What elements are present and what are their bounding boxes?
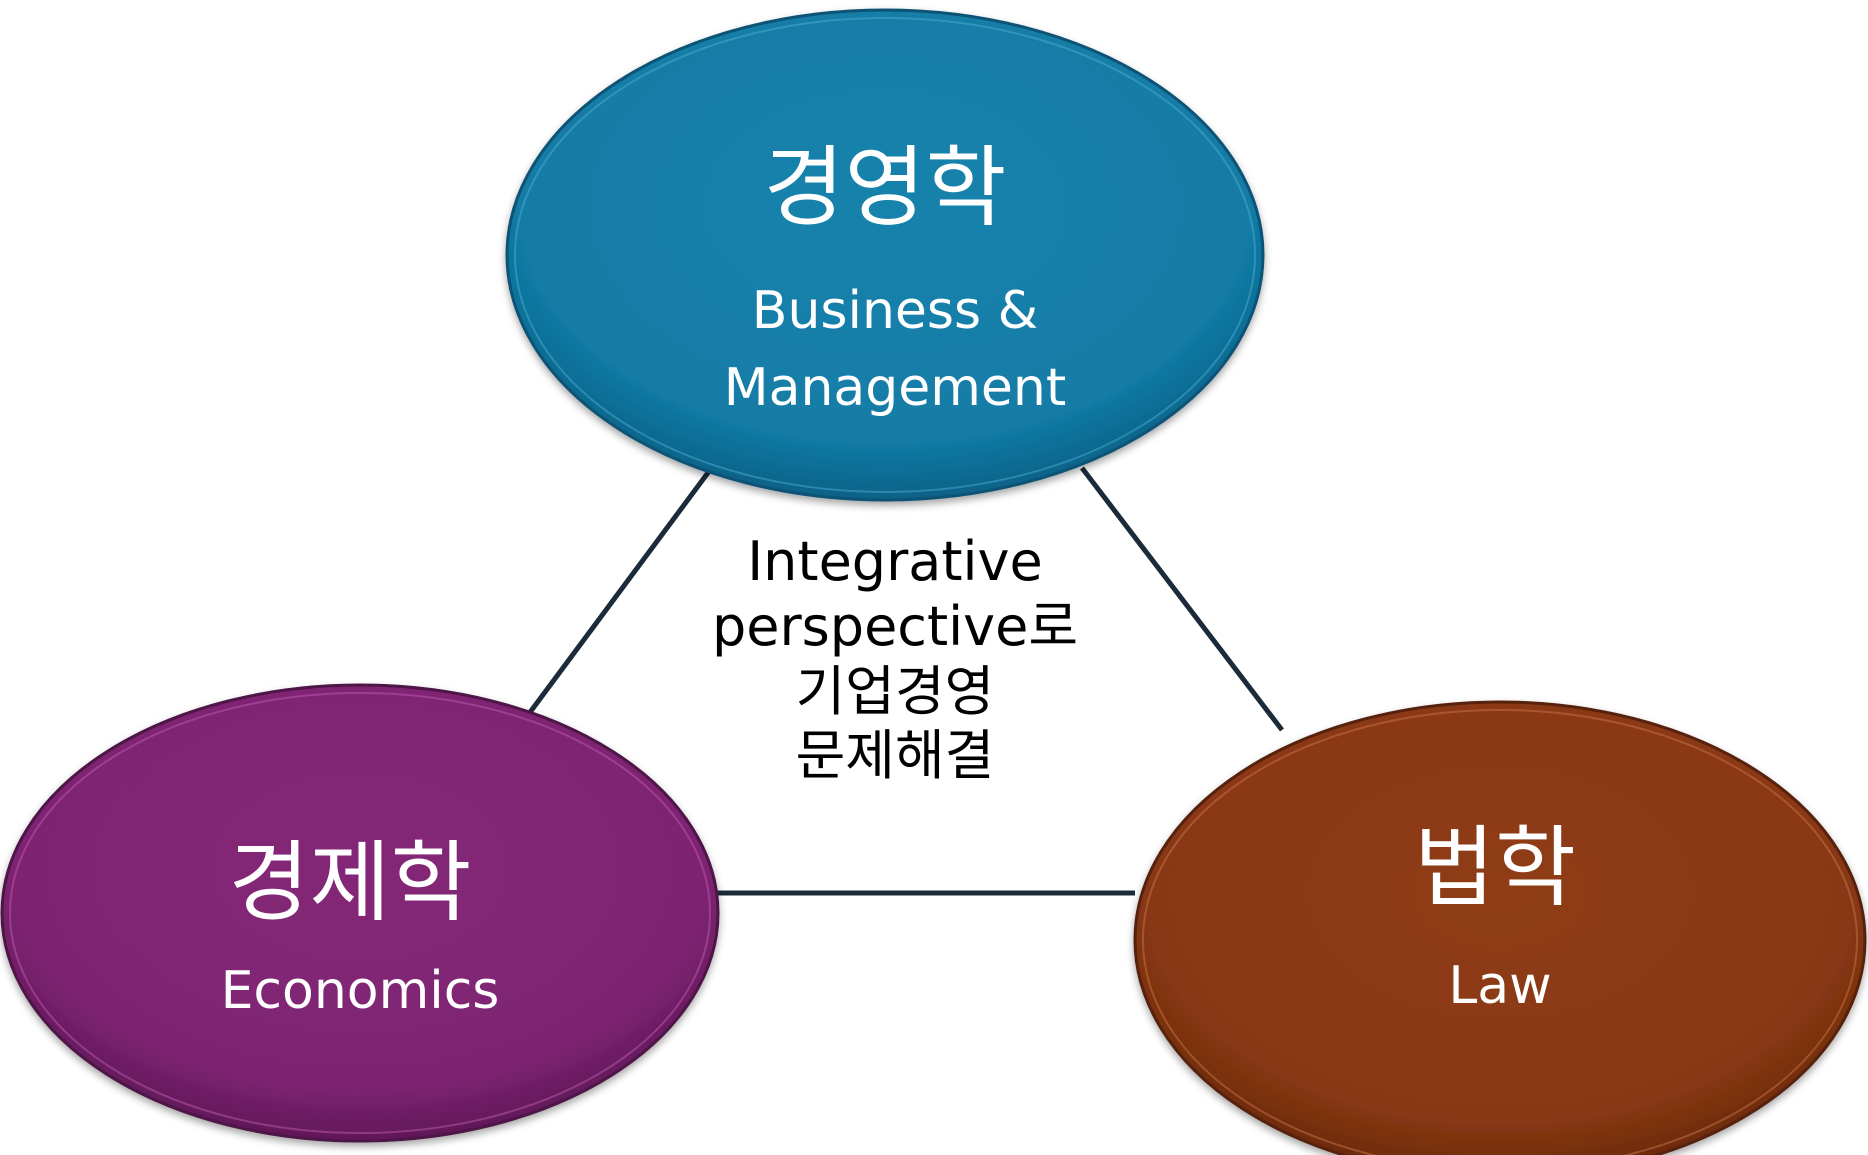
- center-line-2: perspective로: [711, 594, 1079, 658]
- connector-business-economics: [525, 468, 713, 717]
- law-english-label: Law: [1448, 956, 1552, 1016]
- business-english-line1: Business &: [751, 281, 1039, 341]
- economics-ellipse-rim: [9, 692, 711, 1134]
- business-ellipse-rim: [514, 17, 1256, 493]
- business-english-line2: Management: [723, 358, 1067, 418]
- business-korean-label: 경영학: [763, 136, 1007, 239]
- connector-business-law: [1080, 466, 1284, 732]
- law-korean-label: 법학: [1414, 816, 1576, 919]
- center-line-3: 기업경영: [795, 659, 995, 723]
- center-description: Integrative perspective로 기업경영 문제해결: [660, 530, 1130, 789]
- law-ellipse-rim: [1142, 709, 1858, 1155]
- economics-ellipse: [0, 683, 720, 1143]
- economics-english-label: Economics: [220, 961, 500, 1021]
- business-ellipse: [505, 8, 1265, 502]
- law-ellipse: [1133, 700, 1867, 1155]
- economics-korean-label: 경제학: [228, 831, 472, 934]
- center-line-4: 문제해결: [795, 724, 995, 788]
- center-line-1: Integrative: [747, 530, 1043, 593]
